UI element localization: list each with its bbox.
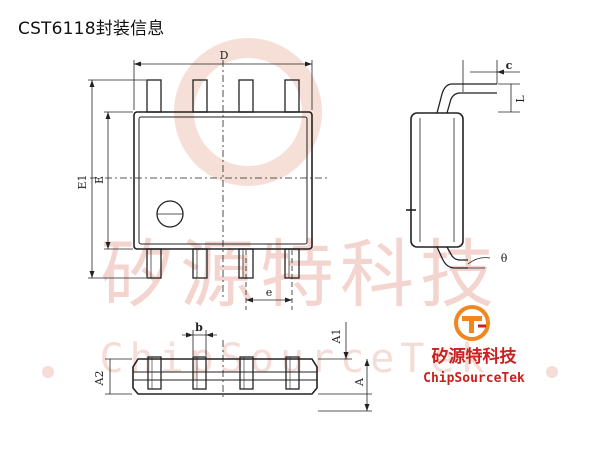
dim-A1-label: A1 (330, 329, 343, 345)
dim-b-label: b (195, 321, 203, 334)
logo-en: ChipSourceTek (423, 371, 525, 386)
dim-A2-label: A2 (93, 371, 106, 387)
logo-icon (454, 305, 490, 341)
dim-E1-label: E1 (76, 174, 89, 189)
dim-theta-label: θ (501, 252, 508, 265)
dim-D-label: D (220, 49, 229, 62)
dim-e-label: e (266, 286, 273, 299)
logo-cn: 矽源特科技 (432, 346, 518, 367)
front-leads (147, 356, 300, 390)
front-view-body (132, 358, 318, 395)
side-view (406, 60, 520, 269)
watermark-dot-left (42, 366, 54, 378)
dim-A-label: A (353, 377, 366, 387)
watermark-dot-right (546, 366, 558, 378)
dim-L-label: L (514, 95, 527, 103)
dim-E-label: E (93, 176, 106, 184)
company-logo: 矽源特科技 ChipSourceTek (423, 305, 525, 386)
top-view (88, 60, 330, 310)
watermark: 矽源特科技 ChipSourceTek (42, 38, 558, 382)
front-view (105, 322, 372, 412)
watermark-cn: 矽源特科技 (100, 232, 500, 318)
page-title: CST6118封装信息 (18, 19, 165, 39)
dim-c-label: c (506, 59, 513, 72)
top-leads (146, 79, 300, 113)
side-view-body (410, 112, 464, 248)
